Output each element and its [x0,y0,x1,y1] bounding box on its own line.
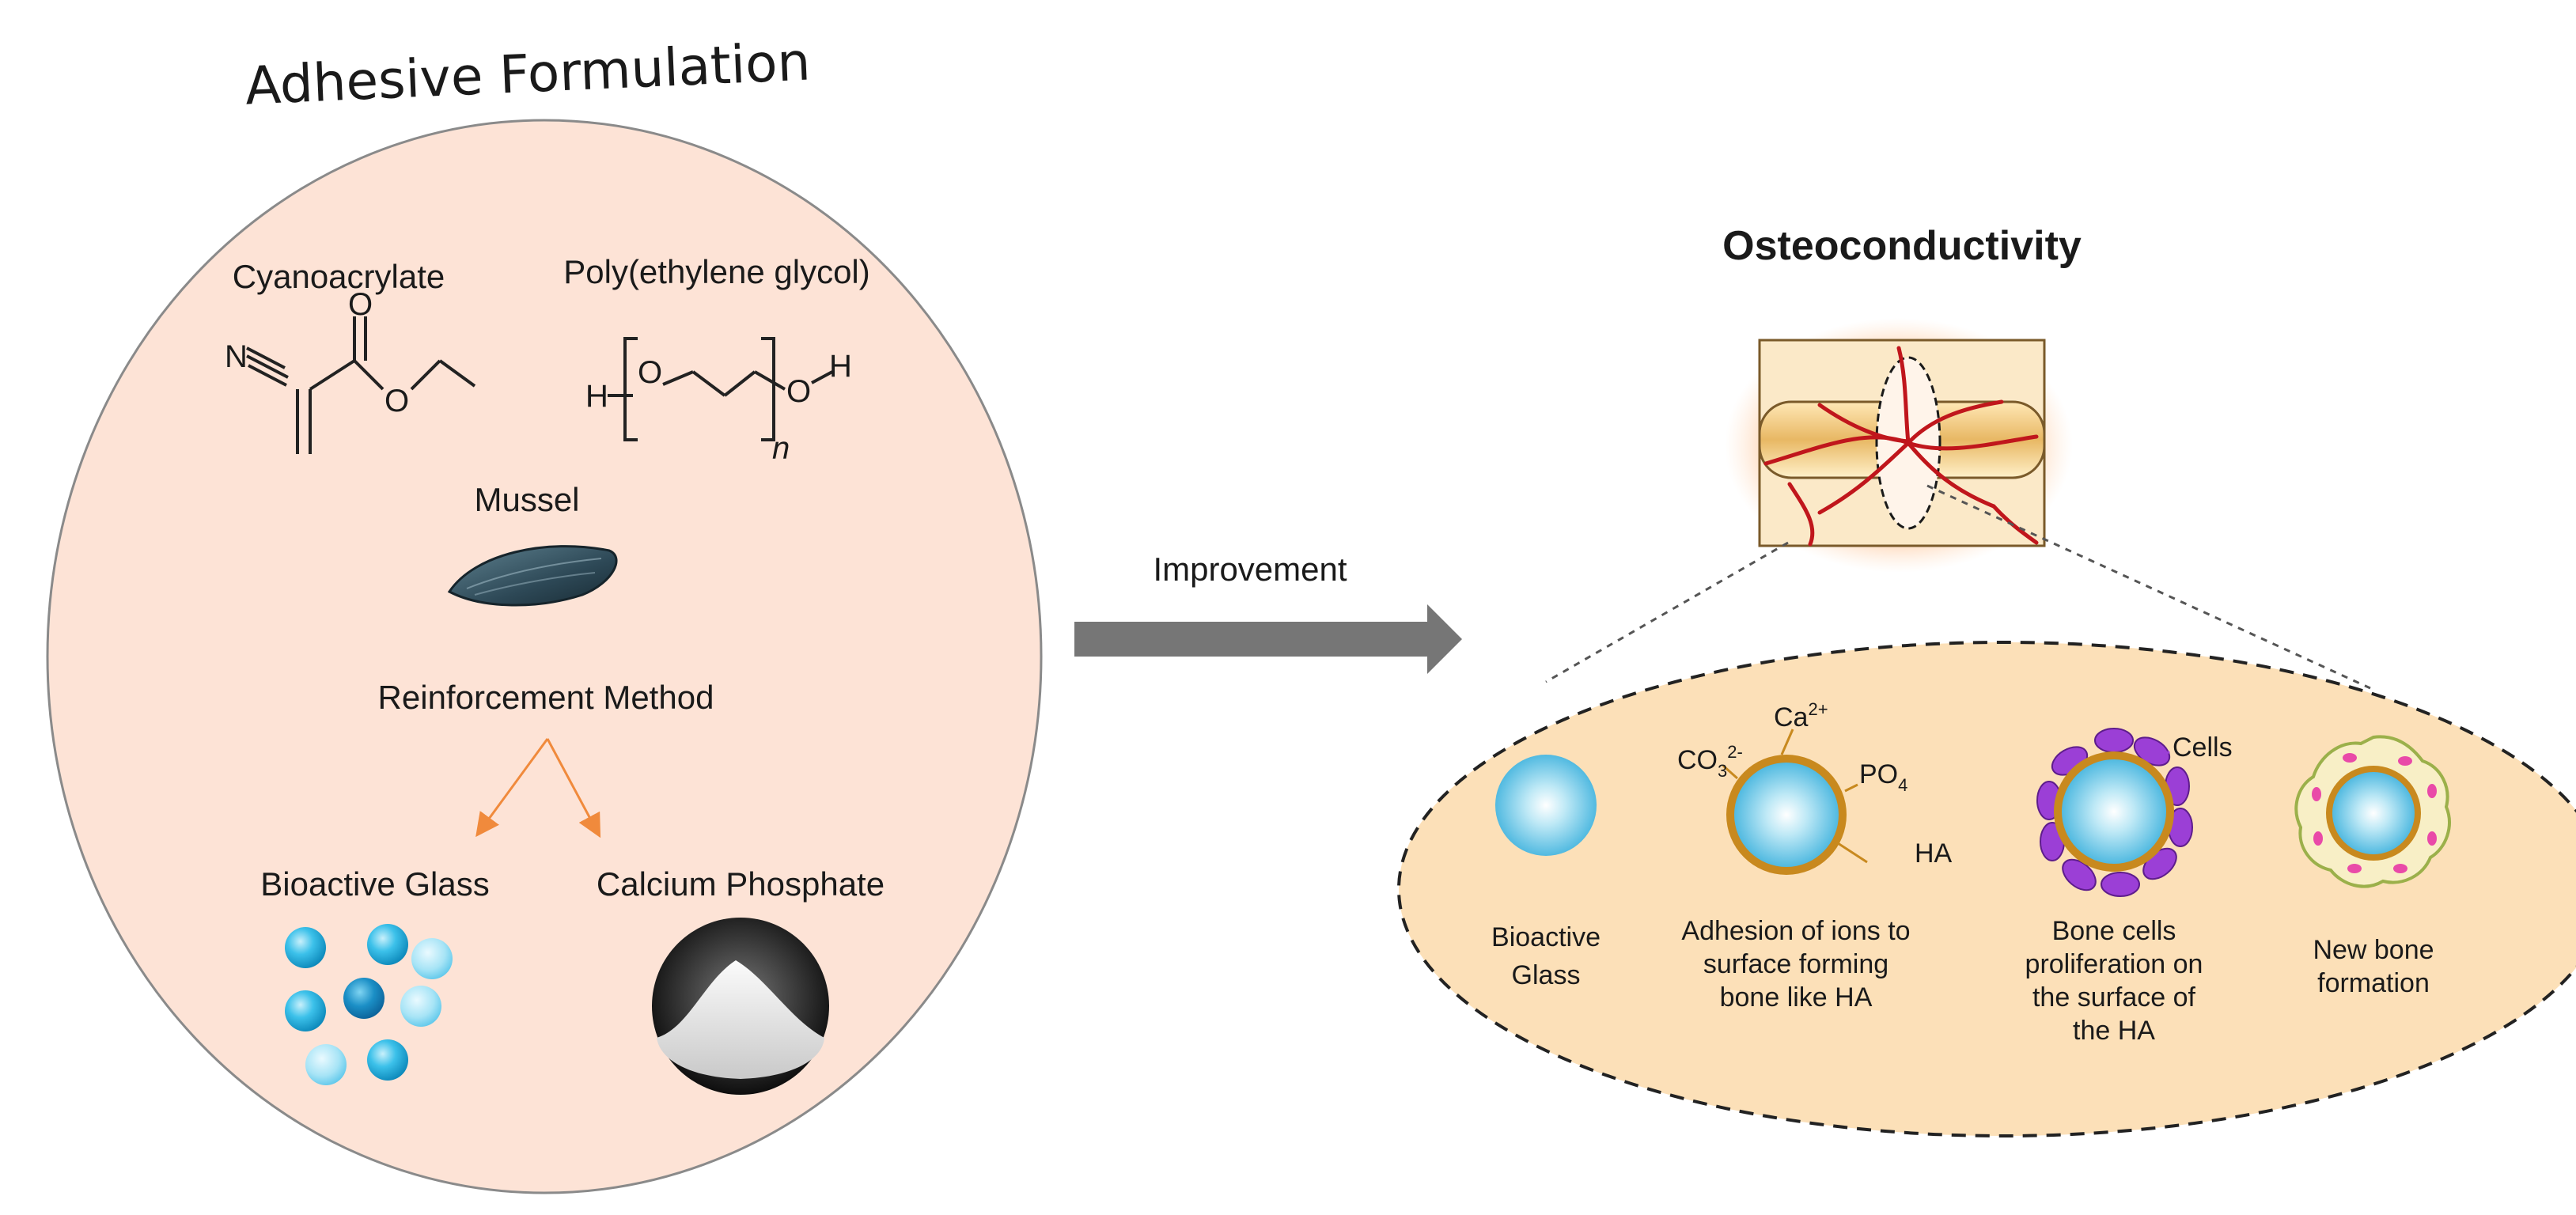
bone-fracture-illustration [1725,318,2073,573]
calcium-phosphate-label: Calcium Phosphate [597,865,885,903]
peg-atom-o2: O [786,374,811,409]
ion-ha-label: HA [1915,838,1953,869]
stage-bioactive-glass: Bioactive Glass [1491,755,1601,990]
adhesive-formulation-title: Adhesive Formulation [244,31,812,116]
cyano-atom-o-carbonyl: O [348,287,373,322]
stage-label-line: Adhesion of ions to [1681,916,1910,946]
cyano-atom-n: N [225,339,248,374]
peg-atom-o1: O [638,355,662,390]
stage-label-line: bone like HA [1720,982,1873,1012]
cells-label: Cells [2173,732,2233,763]
bioactive-glass-beads [285,924,453,1085]
cyano-atom-o-ester: O [385,384,409,418]
stage-ion-adhesion: Ca2+ CO32- PO4 HA Adhesion of ions to su… [1677,699,1953,1012]
glass-bead [343,978,385,1019]
improvement-arrow [1074,604,1462,674]
stage-label-line: proliferation on [2025,949,2203,979]
glass-bead [367,924,408,965]
cyanoacrylate-structure: N O O [225,287,476,454]
stage-label-line: surface forming [1703,949,1888,979]
ion-po4-label: PO4 [1859,759,1907,795]
stage-cell-proliferation: Cells Bone cells proliferation on the su… [2025,728,2233,1046]
glass-core-sphere [2062,759,2166,864]
glass-bead [285,927,326,968]
improvement-label: Improvement [1153,551,1347,588]
cyanoacrylate-label: Cyanoacrylate [233,258,445,295]
peg-structure: H O O H n [585,337,852,466]
bioactive-glass-label: Bioactive Glass [260,865,489,903]
mussel-label: Mussel [474,481,579,518]
osteoconductivity-title: Osteoconductivity [1722,223,2082,269]
stage-label-line: the HA [2073,1016,2155,1046]
ion-ca-label: Ca2+ [1774,699,1828,732]
peg-subscript-n: n [772,431,790,466]
peg-label: Poly(ethylene glycol) [563,253,870,290]
stage-label-line: Glass [1512,960,1581,990]
stage-label-line: Bone cells [2052,916,2176,946]
zoom-dotted-lines [1545,484,2371,690]
stage-new-bone-formation: New bone formation [2294,735,2451,998]
mussel-image [447,545,618,607]
glass-core-sphere [2332,772,2415,854]
peg-atom-h1: H [585,379,608,414]
glass-bead [367,1039,408,1081]
glass-bead [285,990,326,1031]
stage-label-line: New bone [2313,935,2434,965]
bioactive-glass-sphere [1495,755,1597,856]
stage-label-line: Bioactive [1491,922,1601,952]
glass-bead [305,1044,347,1085]
stage-label-line: the surface of [2032,982,2196,1012]
glass-bead [411,938,453,979]
osteoconductivity-stages-ellipse [1397,641,2576,1137]
reinforcement-method-label: Reinforcement Method [378,679,714,716]
formulation-circle [46,119,1043,1194]
calcium-phosphate-powder-image [652,918,829,1095]
ion-co3-label: CO32- [1677,742,1743,781]
glass-core-sphere [1734,763,1839,867]
peg-atom-h2: H [829,349,852,384]
glass-bead [400,986,441,1027]
reinforcement-split-arrows [475,738,601,838]
stage-label-line: formation [2317,968,2430,998]
